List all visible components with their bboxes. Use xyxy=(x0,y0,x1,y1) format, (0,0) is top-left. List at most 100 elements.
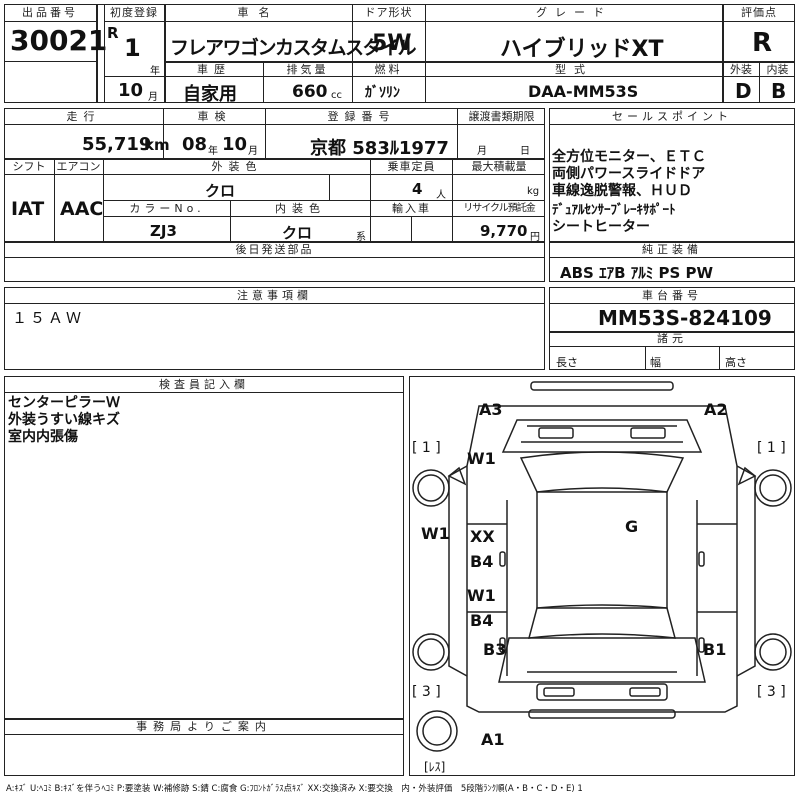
mark-w1-mid: W1 xyxy=(467,586,496,605)
exterior-grade: D xyxy=(735,79,752,103)
interior-color: クロ xyxy=(282,224,313,242)
mark-a3: A3 xyxy=(479,400,503,419)
ac-type: AAC xyxy=(60,198,104,220)
color-number: ZJ3 xyxy=(150,222,177,240)
header-section xyxy=(4,4,795,103)
mark-a2: A2 xyxy=(704,400,728,419)
km-unit: km xyxy=(144,136,170,154)
chassis-number-label: 車台番号 xyxy=(642,289,702,302)
mileage-label: 走行 xyxy=(66,110,101,123)
mark-xx: XX xyxy=(470,527,495,546)
height-label: 高さ xyxy=(725,356,747,369)
width-label: 幅 xyxy=(650,356,661,369)
shift-label: シフト xyxy=(12,160,46,173)
office-notice-label: 事務局よりご案内 xyxy=(136,720,272,733)
inspection-year-unit: 年 xyxy=(208,146,218,157)
interior-color-label: 内装色 xyxy=(275,202,326,215)
damage-diagram-box xyxy=(409,376,795,776)
bracket-right-top: [ 1 ] xyxy=(757,440,786,456)
car-outline-diagram xyxy=(412,381,792,752)
displacement: 660 xyxy=(292,82,328,102)
shift-type: IAT xyxy=(11,198,45,220)
mark-b1: B1 xyxy=(703,640,727,659)
recycle-unit: 円 xyxy=(530,232,540,243)
sales-point-4: ﾃﾞｭｱﾙｾﾝｻｰﾌﾞﾚｰｷｻﾎﾟｰﾄ xyxy=(552,203,676,218)
transfer-day-unit: 日 xyxy=(520,146,530,157)
sales-points-label: セールスポイント xyxy=(612,110,732,123)
fuel-label: 燃料 xyxy=(374,63,403,76)
capacity-label: 乗車定員 xyxy=(387,160,436,173)
inspector-note-3: 室内内張傷 xyxy=(8,429,78,445)
chassis-number: MM53S-824109 xyxy=(598,306,772,330)
ac-label: エアコン xyxy=(56,160,101,173)
sales-point-1: 全方位モニター、ＥＴＣ xyxy=(552,149,706,165)
mark-a1: A1 xyxy=(481,730,505,749)
first-registration-label: 初度登録 xyxy=(110,6,158,19)
color-number-label: カラーNo. xyxy=(129,202,205,215)
sales-point-2: 両側パワースライドドア xyxy=(552,166,706,182)
exterior-grade-label: 外装 xyxy=(730,63,752,76)
model-code: DAA-MM53S xyxy=(528,82,639,101)
inspection-month: 10 xyxy=(222,134,248,155)
capacity-unit: 人 xyxy=(436,190,446,201)
max-load-unit: kg xyxy=(527,186,540,197)
mark-b4-lower: B4 xyxy=(470,611,494,630)
score-label: 評価点 xyxy=(741,6,777,19)
cc-unit: cc xyxy=(331,90,342,101)
vehicle-history: 自家用 xyxy=(183,84,237,105)
caution-label: 注意事項欄 xyxy=(237,289,312,302)
inspector-box xyxy=(4,376,404,776)
capacity: 4 xyxy=(412,180,423,198)
interior-grade-label: 内装 xyxy=(766,63,789,76)
dimensions-label: 諸元 xyxy=(657,332,687,345)
recycle-label: リサイクル預託金 xyxy=(463,203,536,214)
inspector-note-2: 外装うすい線キズ xyxy=(8,412,120,428)
recycle-deposit: 9,770 xyxy=(480,222,528,240)
inspection-year: 08 xyxy=(182,134,208,155)
displacement-label: 排気量 xyxy=(286,63,329,76)
damage-legend: A:ｷｽﾞ U:ﾍｺﾐ B:ｷｽﾞを伴うﾍｺﾐ P:要塗装 W:補修跡 S:錆 … xyxy=(6,784,583,794)
spare-tire-label: [ﾚｽ] xyxy=(424,760,446,774)
era-mark: R xyxy=(107,24,119,42)
chassis-box xyxy=(549,287,795,370)
lot-number: 30021 xyxy=(10,24,108,57)
door-type-label: ドア形状 xyxy=(364,6,413,19)
lot-number-label: 出品番号 xyxy=(22,6,78,19)
caution-text: １５ＡＷ xyxy=(12,309,85,327)
caution-box xyxy=(4,287,545,370)
spec-section xyxy=(4,108,545,282)
import-label: 輸入車 xyxy=(392,202,431,215)
first-registration-year: 1 xyxy=(124,34,141,62)
month-unit: 月 xyxy=(148,92,158,103)
registration-number: 京都 583ﾙ1977 xyxy=(310,138,449,159)
later-parts-label: 後日発送部品 xyxy=(235,243,314,256)
car-name-label: 車名 xyxy=(237,6,280,19)
mark-b3: B3 xyxy=(483,640,507,659)
mark-g: G xyxy=(625,517,639,536)
interior-grade: B xyxy=(771,79,787,103)
first-registration-month: 10 xyxy=(118,80,144,101)
bracket-left-bottom: [ 3 ] xyxy=(412,684,441,700)
transfer-deadline-label: 譲渡書類期限 xyxy=(468,110,535,123)
mark-w1-left: W1 xyxy=(421,524,450,543)
mileage: 55,719 xyxy=(82,134,152,155)
genuine-equipment-label: 純正装備 xyxy=(642,243,702,256)
exterior-color-label: 外装色 xyxy=(211,160,263,173)
length-label: 長さ xyxy=(556,356,578,369)
exterior-color: クロ xyxy=(205,182,236,200)
year-unit: 年 xyxy=(150,66,160,77)
sales-point-5: シートヒーター xyxy=(552,219,650,235)
interior-color-unit: 系 xyxy=(356,232,366,243)
inspection-label: 車検 xyxy=(197,110,232,123)
grade-label: グレード xyxy=(536,6,612,19)
bracket-right-bottom: [ 3 ] xyxy=(757,684,786,700)
bracket-left-top: [ 1 ] xyxy=(412,440,441,456)
inspection-month-unit: 月 xyxy=(248,146,258,157)
transfer-month-unit: 月 xyxy=(477,146,487,157)
model-code-label: 型式 xyxy=(555,63,593,76)
car-name: フレアワゴンカスタムスタイル xyxy=(170,37,417,59)
fuel-type: ｶﾞｿﾘﾝ xyxy=(365,85,400,101)
inspector-note-1: センターピラーＷ xyxy=(8,395,120,411)
overall-score: R xyxy=(752,28,773,58)
sales-points-box xyxy=(549,108,795,282)
